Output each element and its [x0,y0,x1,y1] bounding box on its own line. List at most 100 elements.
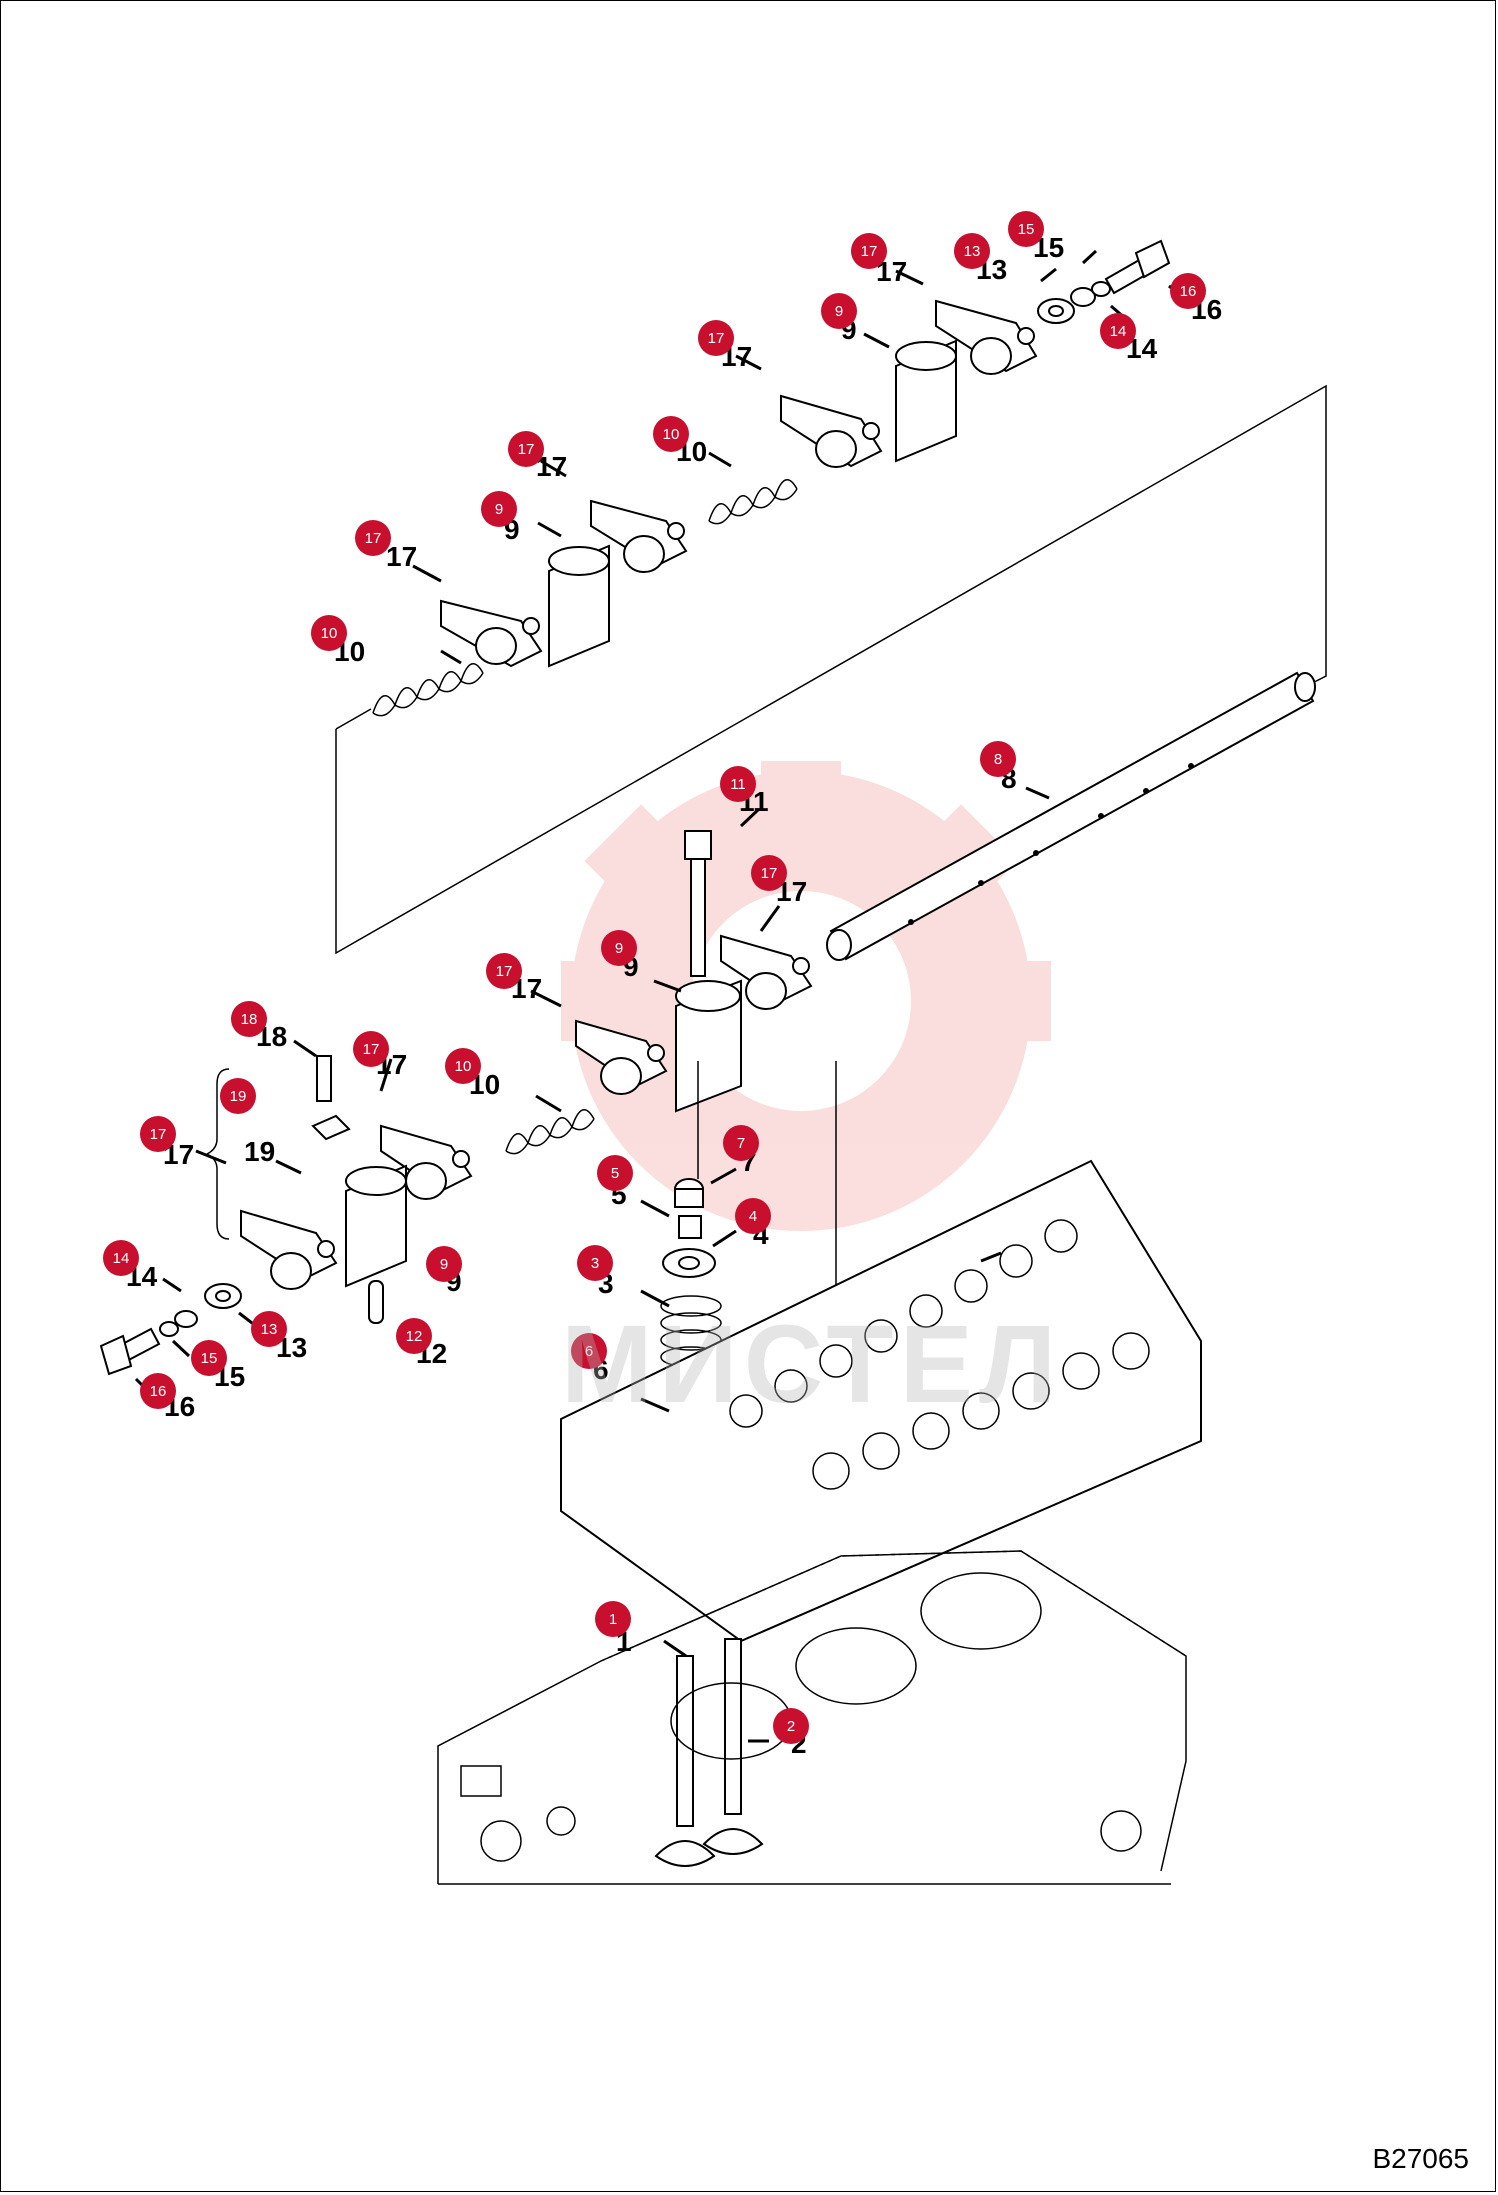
callout-badge-1[interactable]: 1 [595,1601,631,1637]
spring-retainer[interactable] [662,1248,716,1278]
callout-badge-17[interactable]: 17 [508,431,544,467]
upper-washer[interactable] [1037,298,1075,324]
callout-badge-9[interactable]: 9 [601,930,637,966]
upper-rocker-arm-4[interactable] [935,299,1038,375]
adjusting-screw[interactable] [316,1055,332,1102]
callout-badge-17[interactable]: 17 [353,1031,389,1067]
svg-text:9: 9 [615,940,623,957]
rocker-arm-lower-left[interactable] [240,1209,338,1290]
callout-badge-12[interactable]: 12 [396,1318,432,1354]
valve-cotter[interactable] [674,1178,704,1208]
callout-badge-10[interactable]: 10 [653,416,689,452]
svg-text:10: 10 [663,426,680,443]
callout-badge-16[interactable]: 16 [140,1373,176,1409]
exhaust-valve[interactable] [702,1638,764,1855]
callout-badge-4[interactable]: 4 [735,1198,771,1234]
callout-badge-15[interactable]: 15 [191,1340,227,1376]
callout-badge-3[interactable]: 3 [577,1245,613,1281]
svg-text:19: 19 [230,1088,247,1105]
callout-badge-9[interactable]: 9 [426,1246,462,1282]
cylinder-head[interactable] [560,1159,1202,1643]
svg-text:14: 14 [113,1250,130,1267]
upper-spring-left[interactable] [372,663,484,717]
svg-text:11: 11 [730,776,746,793]
callout-badge-17[interactable]: 17 [751,855,787,891]
callout-badge-6[interactable]: 6 [571,1333,607,1369]
rocker-arm-lower-mid[interactable] [380,1124,473,1200]
part-number-17: 17 [386,541,417,572]
svg-text:16: 16 [150,1383,167,1400]
callout-badge-7[interactable]: 7 [723,1125,759,1161]
svg-text:13: 13 [964,243,981,260]
svg-text:9: 9 [835,303,843,320]
spring-pin[interactable] [368,1280,384,1324]
upper-rocker-bracket-2[interactable] [895,339,957,463]
svg-text:18: 18 [241,1011,258,1028]
svg-text:9: 9 [440,1256,448,1273]
svg-text:4: 4 [749,1208,757,1225]
svg-text:16: 16 [1180,283,1197,300]
bolt-long[interactable] [684,830,712,977]
callout-badge-2[interactable]: 2 [773,1708,809,1744]
svg-text:1: 1 [609,1611,617,1628]
callout-badge-11[interactable]: 11 [720,766,756,802]
rocker-shaft[interactable] [826,671,1316,961]
rocker-bracket-lower[interactable] [345,1164,407,1288]
svg-text:13: 13 [261,1321,278,1338]
svg-text:5: 5 [611,1165,619,1182]
rocker-arm-center-left[interactable] [575,1019,668,1095]
svg-text:17: 17 [496,963,513,980]
upper-bolt[interactable] [1104,239,1171,295]
callout-badge-13[interactable]: 13 [954,233,990,269]
svg-text:9: 9 [495,501,503,518]
callout-badge-17[interactable]: 17 [851,233,887,269]
watermark-text: МИСТЕЛ [561,1303,1063,1426]
upper-rocker-arm-3[interactable] [780,394,883,468]
upper-rocker-arm-2[interactable] [590,499,688,573]
callout-badge-13[interactable]: 13 [251,1311,287,1347]
rocker-bracket-center[interactable] [675,979,742,1113]
callout-badge-17[interactable]: 17 [355,520,391,556]
callout-badge-10[interactable]: 10 [445,1048,481,1084]
valve-cap[interactable] [678,1215,702,1239]
svg-text:6: 6 [585,1343,593,1360]
part-number-19: 19 [244,1136,275,1167]
adjusting-nut[interactable] [311,1114,351,1141]
upper-spring-right[interactable] [708,479,798,525]
callout-badge-17[interactable]: 17 [486,953,522,989]
svg-text:17: 17 [518,441,535,458]
callout-badge-17[interactable]: 17 [698,320,734,356]
callout-badge-17[interactable]: 17 [140,1116,176,1152]
drawing-reference-code: B27065 [1372,2143,1469,2174]
svg-text:8: 8 [994,751,1002,768]
callout-badge-9[interactable]: 9 [481,491,517,527]
lower-bolt[interactable] [99,1327,161,1376]
callout-badge-10[interactable]: 10 [311,615,347,651]
upper-rocker-arm-1[interactable] [440,599,543,668]
lower-spring-washer[interactable] [159,1310,198,1337]
callout-badge-19[interactable]: 19 [220,1078,256,1114]
watermark-logo [561,761,1051,1231]
svg-text:17: 17 [365,530,382,547]
upper-rocker-bracket-1[interactable] [548,544,610,668]
svg-text:17: 17 [861,243,878,260]
lower-spring[interactable] [505,1109,595,1155]
svg-text:3: 3 [591,1255,599,1272]
callout-badge-18[interactable]: 18 [231,1001,267,1037]
upper-spring-washer[interactable] [1070,281,1111,307]
callout-badge-16[interactable]: 16 [1170,273,1206,309]
callout-badge-14[interactable]: 14 [103,1240,139,1276]
svg-text:17: 17 [150,1126,167,1143]
callout-badge-9[interactable]: 9 [821,293,857,329]
callout-badge-14[interactable]: 14 [1100,313,1136,349]
lower-washer[interactable] [204,1283,242,1309]
svg-text:15: 15 [201,1350,218,1367]
callout-badge-5[interactable]: 5 [597,1155,633,1191]
callout-badge-8[interactable]: 8 [980,741,1016,777]
intake-valve[interactable] [654,1655,716,1867]
rocker-arm-center-right[interactable] [720,934,813,1010]
callout-badge-15[interactable]: 15 [1008,211,1044,247]
svg-text:14: 14 [1110,323,1127,340]
